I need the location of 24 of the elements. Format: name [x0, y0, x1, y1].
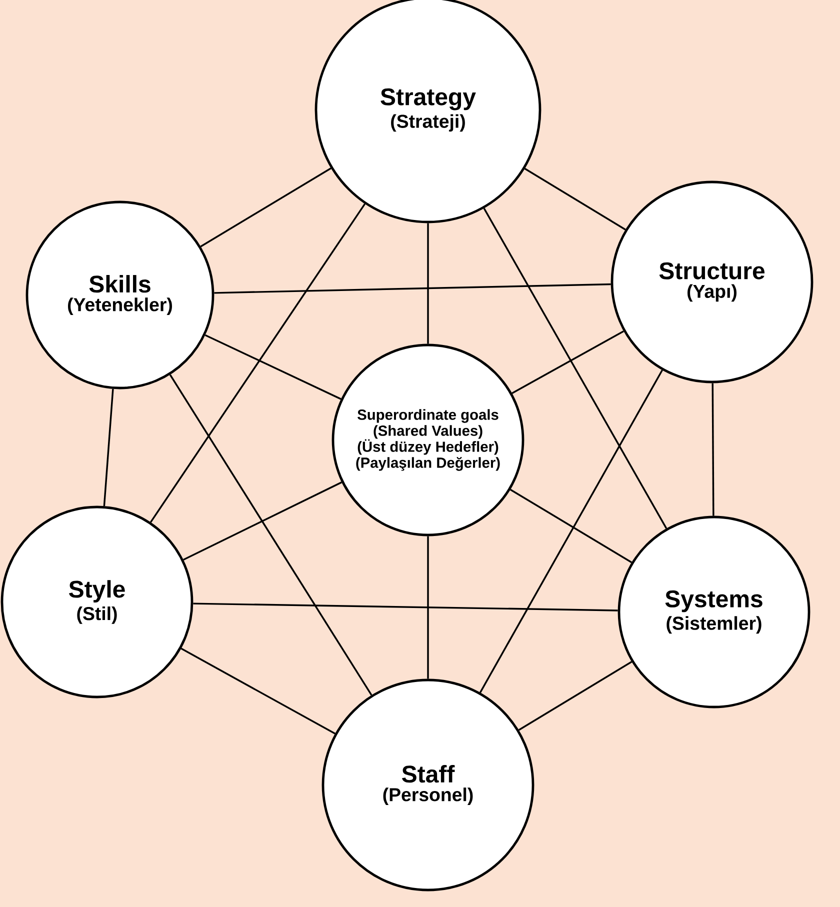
- connector-line: [200, 168, 332, 248]
- connector-line: [427, 223, 429, 344]
- circle-node: Style (Stil): [0, 506, 194, 698]
- circle-node: Superordinate goals (Shared Values) (Üst düzey Hedefler) (Paylaşılan Değerler): [332, 344, 524, 536]
- connector-line: [512, 330, 624, 394]
- connector-line: [150, 203, 366, 523]
- connector-line: [103, 388, 114, 506]
- connector-line: [183, 482, 342, 560]
- connector-line: [712, 383, 714, 516]
- connector-line: [427, 536, 429, 679]
- connector-line: [169, 374, 372, 696]
- circle-node: Structure (Yapı): [610, 180, 814, 384]
- connector-line: [180, 648, 336, 734]
- circle-node: Skills (Yetenekler): [26, 200, 214, 390]
- connector-line: [524, 168, 626, 230]
- connector-line: [214, 283, 611, 294]
- connector-line: [518, 661, 632, 731]
- connector-line: [204, 334, 342, 400]
- circle-node: Systems (Sistemler): [618, 516, 810, 708]
- circle-node: Staff (Personel): [322, 678, 534, 892]
- connector-line: [483, 208, 668, 529]
- connector-line: [193, 602, 618, 612]
- connector-line: [479, 370, 663, 693]
- connector-line: [510, 488, 632, 564]
